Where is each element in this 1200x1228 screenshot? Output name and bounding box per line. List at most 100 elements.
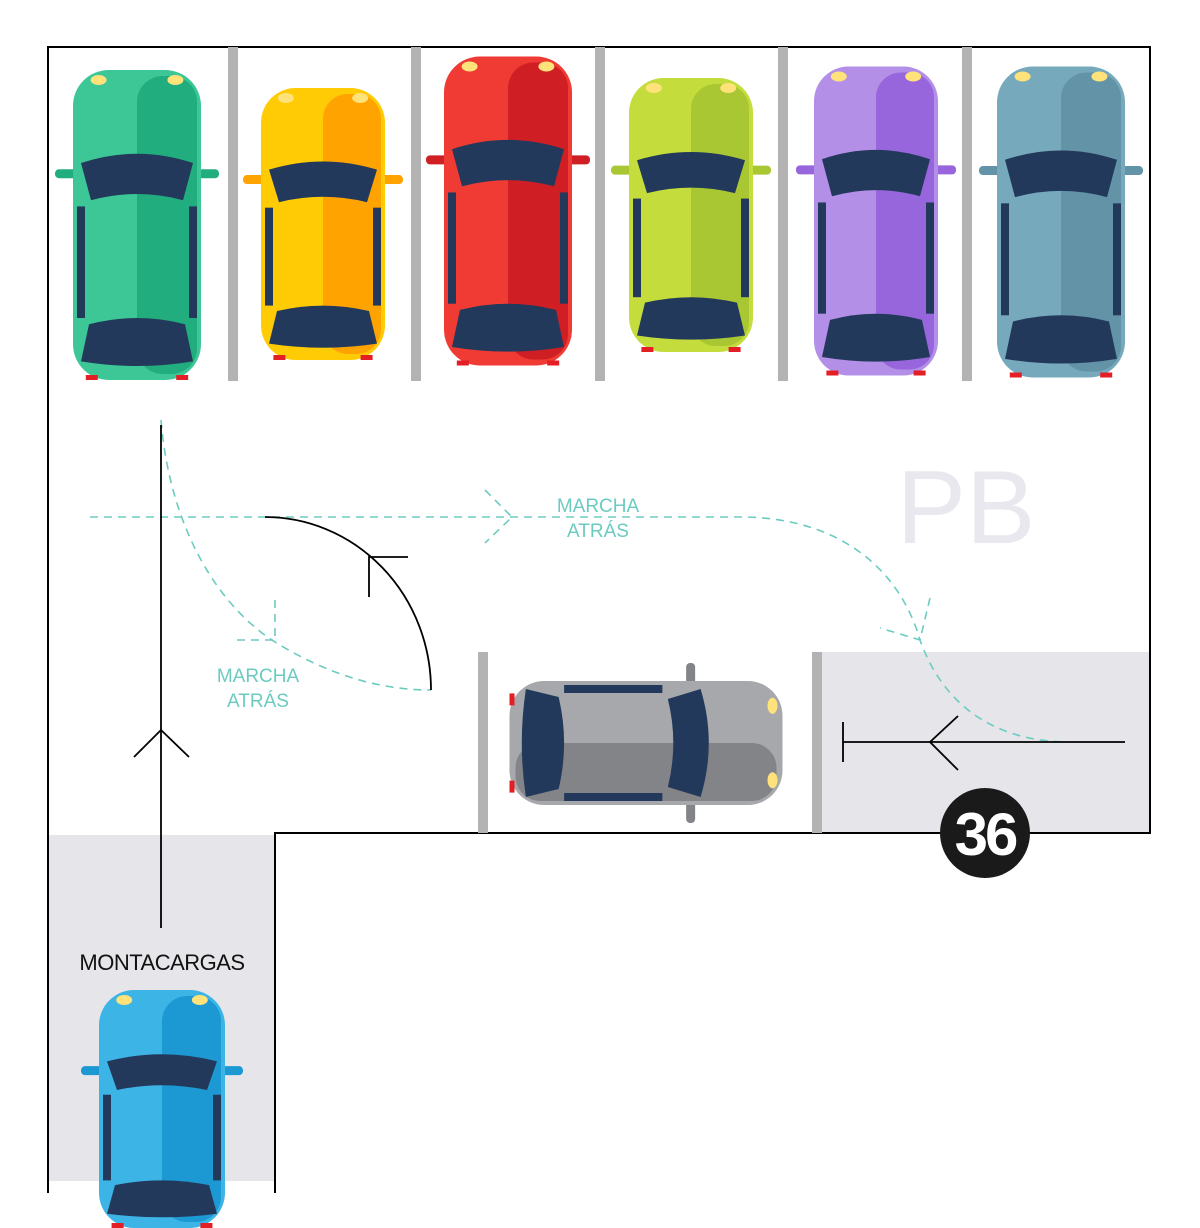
taillight — [509, 693, 515, 706]
headlight — [191, 995, 208, 1005]
taillight — [360, 355, 373, 360]
divider — [778, 47, 788, 381]
reverse-label-line: MARCHA — [557, 496, 640, 517]
side-window — [818, 202, 826, 314]
spot-number-badge: 36 — [940, 788, 1030, 878]
windshield — [269, 161, 377, 203]
headlight — [538, 61, 555, 72]
side-window — [189, 206, 197, 318]
car-shade — [508, 62, 568, 360]
side-window — [1001, 203, 1009, 316]
headlight — [90, 75, 107, 85]
taillight — [913, 370, 926, 376]
arrow-left-icon — [928, 715, 959, 771]
taillight — [547, 360, 560, 366]
side-window — [633, 198, 641, 298]
side-window — [564, 793, 663, 801]
taillight — [273, 355, 286, 360]
headlight — [645, 83, 662, 93]
rear-window — [521, 689, 565, 797]
side-window — [77, 206, 85, 318]
cars — [55, 56, 1143, 1228]
headlight — [767, 772, 778, 789]
headlight — [1091, 71, 1108, 82]
side-window — [103, 1094, 111, 1181]
side-window — [560, 192, 568, 304]
side-window — [373, 207, 381, 306]
taillight — [826, 370, 839, 376]
car-shade — [162, 996, 221, 1222]
taillight — [728, 347, 741, 352]
red-car — [426, 56, 590, 366]
level-label: PB — [897, 450, 1036, 566]
rear-window — [452, 303, 564, 352]
forward-paths — [133, 425, 1125, 928]
car-shade — [323, 94, 381, 354]
windshield — [452, 139, 564, 187]
lime-car — [611, 78, 771, 352]
car-shade — [515, 743, 777, 801]
taillight — [111, 1223, 124, 1228]
spot-number: 36 — [955, 801, 1017, 868]
divider — [228, 47, 238, 381]
side-window — [926, 202, 934, 314]
purple-car — [796, 66, 956, 376]
rear-window — [1005, 315, 1117, 364]
dividers — [228, 47, 972, 833]
rear-window — [107, 1180, 217, 1218]
car-shade — [876, 72, 934, 370]
divider — [478, 652, 488, 833]
divider — [411, 47, 421, 381]
reverse-label-line: ATRÁS — [227, 691, 289, 712]
headlight — [167, 75, 184, 85]
turn-arrow-icon — [368, 556, 408, 597]
side-window — [213, 1094, 221, 1181]
headlight — [1014, 71, 1031, 82]
car-shade — [137, 76, 197, 374]
dashed-arrow-icon — [484, 489, 514, 544]
taillight — [1009, 372, 1022, 378]
car-shade — [691, 84, 749, 346]
headlight — [767, 697, 778, 714]
dashed-arrow-icon — [879, 597, 931, 642]
side-window — [448, 192, 456, 304]
slate-car — [979, 66, 1143, 378]
headlight — [277, 93, 294, 103]
windshield — [107, 1054, 217, 1090]
headlight — [352, 93, 369, 103]
divider — [595, 47, 605, 381]
headlight — [830, 71, 847, 82]
gray-car — [509, 663, 783, 823]
rear-window — [269, 305, 377, 348]
side-window — [1113, 203, 1121, 316]
windshield — [667, 689, 709, 797]
yellow-car — [243, 88, 403, 360]
turn-path — [264, 516, 432, 691]
side-window — [265, 207, 273, 306]
reverse-label-left: MARCHA ATRÁS — [217, 666, 300, 712]
rear-window — [822, 313, 930, 362]
rear-window — [637, 297, 745, 340]
divider — [812, 652, 822, 833]
arrow-up-icon — [133, 728, 190, 758]
reverse-label-right: MARCHA ATRÁS — [557, 496, 640, 542]
headlight — [461, 61, 478, 72]
taillight — [456, 360, 469, 366]
green-car — [55, 70, 219, 380]
blue-car — [81, 990, 243, 1228]
taillight — [176, 375, 189, 380]
side-window — [741, 198, 749, 298]
divider — [962, 47, 972, 381]
windshield — [637, 151, 745, 194]
headlight — [905, 71, 922, 82]
taillight — [85, 375, 98, 380]
dashed-reverse-paths — [90, 419, 1071, 743]
dashed-arrow-icon — [235, 600, 276, 641]
reverse-label-line: MARCHA — [217, 666, 300, 687]
headlight — [720, 83, 737, 93]
elevator-label: MONTACARGAS — [79, 950, 244, 975]
car-shade — [1061, 72, 1121, 372]
walls — [47, 46, 1151, 1193]
windshield — [1005, 150, 1117, 198]
